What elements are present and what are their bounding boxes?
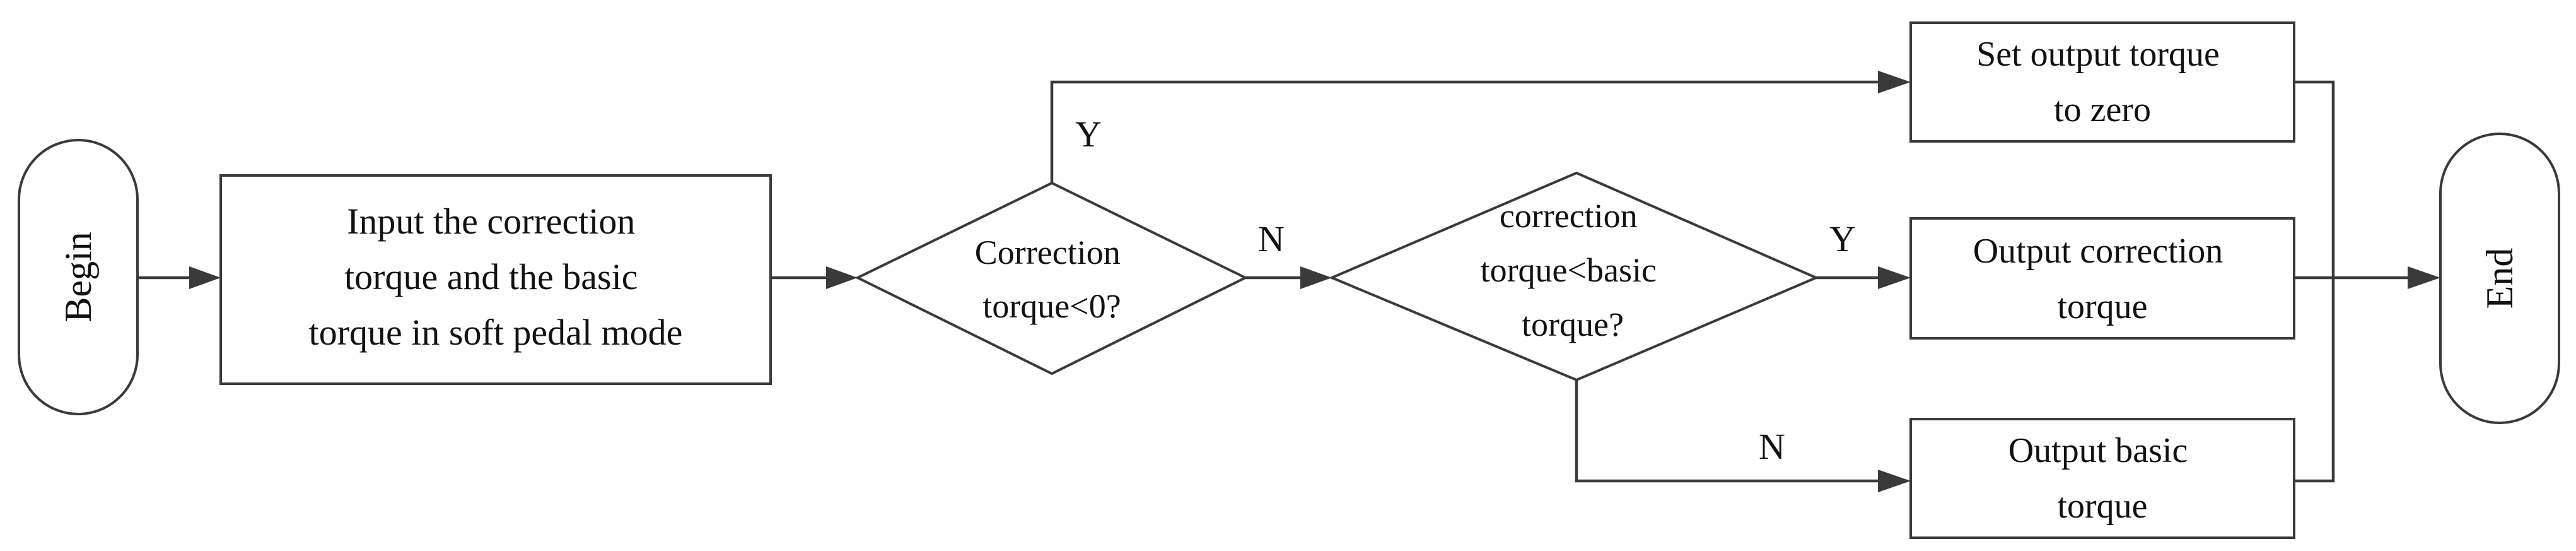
output-correction-box: Output correction torque — [1909, 217, 2295, 340]
edge-output-basic-merge — [2294, 278, 2335, 483]
arrowhead-input — [189, 266, 221, 289]
output-basic-line-2: torque — [2057, 487, 2147, 526]
output-basic-line-1: Output basic — [2008, 431, 2188, 470]
input-line-1: Input the correction — [347, 201, 635, 242]
decision2-text: correction torque<basic torque? — [1481, 197, 1665, 343]
arrowhead-output-basic — [1878, 470, 1911, 492]
decision2-yes-label: Y — [1829, 218, 1856, 259]
input-line-3: torque in soft pedal mode — [309, 312, 683, 353]
begin-label: Begin — [57, 232, 99, 322]
end-terminator: End — [2439, 133, 2560, 424]
decision2-line-1: correction — [1500, 197, 1638, 235]
output-correction-line-1: Output correction — [1973, 232, 2223, 271]
decision-correction-negative: Correction torque<0? — [854, 181, 1249, 376]
edge-set-zero-merge — [2294, 80, 2335, 278]
arrowhead-decision2 — [1300, 266, 1332, 289]
set-zero-text: Set output torque to zero — [1976, 35, 2229, 129]
decision1-line-1: Correction — [975, 234, 1121, 271]
set-output-zero-box: Set output torque to zero — [1909, 21, 2295, 143]
end-label: End — [2479, 248, 2521, 309]
begin-terminator: Begin — [18, 139, 139, 415]
decision2-line-2: torque<basic — [1481, 251, 1657, 289]
output-correction-text: Output correction torque — [1973, 232, 2232, 326]
edge-decision2-no — [1575, 380, 1878, 483]
arrowhead-output-correction — [1878, 266, 1911, 289]
output-correction-line-2: torque — [2057, 287, 2147, 326]
edge-decision1-yes — [1050, 80, 1878, 183]
decision-correction-less-than-basic: correction torque<basic torque? — [1328, 171, 1820, 382]
decision1-line-2: torque<0? — [982, 287, 1121, 325]
output-basic-box: Output basic torque — [1909, 418, 2295, 539]
input-process-box: Input the correction torque and the basi… — [219, 174, 772, 385]
output-basic-text: Output basic torque — [2008, 431, 2197, 526]
set-zero-line-1: Set output torque — [1976, 35, 2220, 74]
decision2-line-3: torque? — [1522, 305, 1624, 343]
arrowhead-decision1 — [826, 266, 858, 289]
decision1-yes-label: Y — [1075, 114, 1102, 155]
decision1-text: Correction torque<0? — [975, 234, 1129, 325]
input-line-2: torque and the basic — [344, 256, 638, 297]
decision2-no-label: N — [1759, 426, 1785, 467]
input-process-text: Input the correction torque and the basi… — [309, 201, 683, 353]
arrowhead-end — [2408, 266, 2440, 289]
connectors — [137, 71, 2440, 492]
arrowhead-set-zero — [1878, 71, 1911, 93]
set-zero-line-2: to zero — [2054, 90, 2151, 129]
decision1-no-label: N — [1258, 218, 1285, 259]
